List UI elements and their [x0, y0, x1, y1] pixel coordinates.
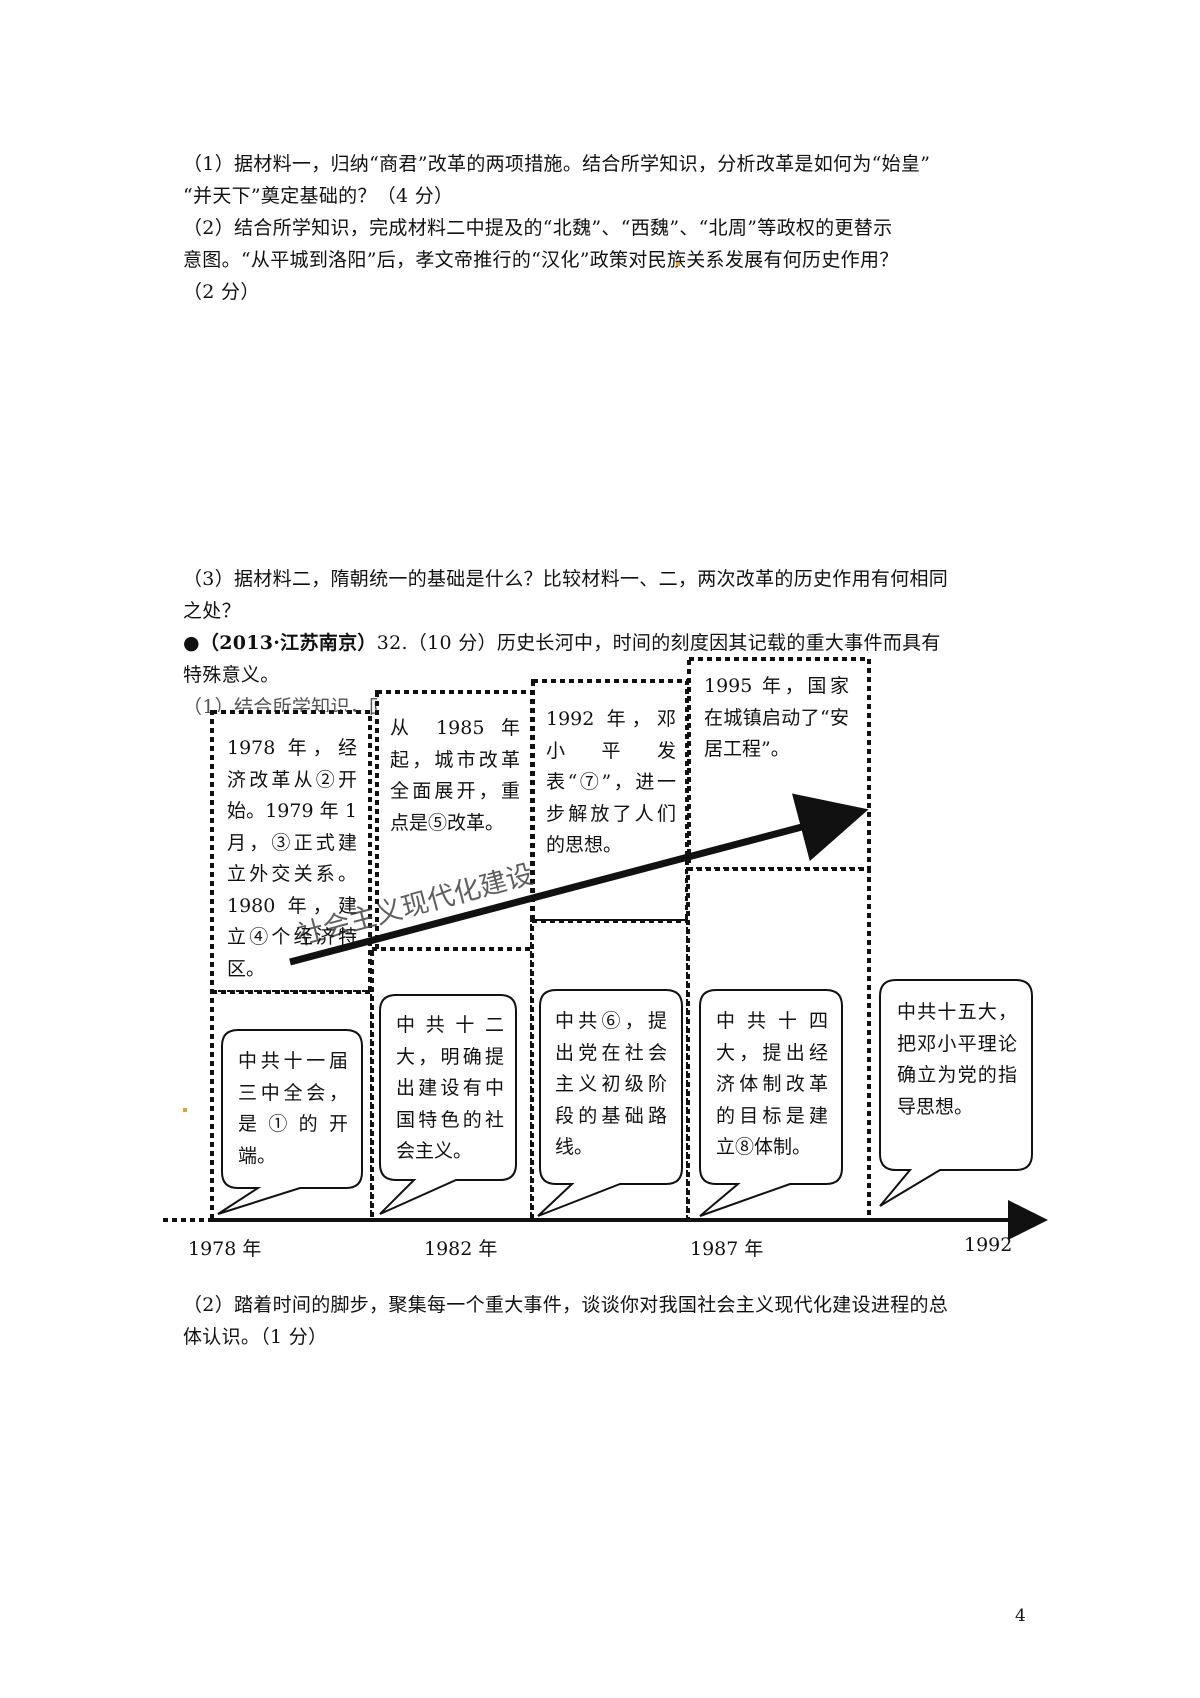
question-2b-line-2: 体认识。（1 分） — [183, 1326, 328, 1348]
scan-dot — [183, 1108, 187, 1112]
question-2-line-1: （2）结合所学知识，完成材料二中提及的“北魏”、“西魏”、“北周”等政权的更替示 — [183, 217, 893, 239]
question-source: （2013·江苏南京） — [199, 632, 377, 654]
question-3-line-1: （3）据材料二，隋朝统一的基础是什么？比较材料一、二，两次改革的历史作用有何相同 — [183, 568, 949, 590]
year-label-1978: 1978 年 — [188, 1238, 262, 1260]
bubble-2-text: 中共十二大，明确提出建设有中国特色的社会主义。 — [396, 1014, 504, 1162]
page-number: 4 — [1015, 1606, 1026, 1626]
question-1-line-2: “并天下”奠定基础的？（4 分） — [183, 185, 454, 207]
year-label-1987: 1987 年 — [690, 1238, 764, 1260]
question-2b-line-1: （2）踏着时间的脚步，聚集每一个重大事件，谈谈你对我国社会主义现代化建设进程的总 — [183, 1294, 949, 1316]
bubble-1-text: 中共十一届三中全会，是①的开端。 — [238, 1050, 348, 1167]
source-question-line-2: 特殊意义。 — [183, 664, 280, 686]
bubble-1 — [217, 1029, 363, 1215]
bubble-5 — [879, 979, 1033, 1207]
bubble-2 — [379, 994, 517, 1215]
bubble-4-text: 中共十四大，提出经济体制改革的目标是建立⑧体制。 — [716, 1010, 828, 1158]
bubble-3-text: 中共⑥，提出党在社会主义初级阶段的基础路线。 — [555, 1010, 667, 1158]
bubble-5-text: 中共十五大，把邓小平理论确立为党的指导思想。 — [897, 1001, 1017, 1118]
question-1-line-1: （1）据材料一，归纳“商君”改革的两项措施。结合所学知识，分析改革是如何为“始皇… — [183, 153, 931, 175]
question-number: 32. — [376, 632, 408, 654]
question-stem: （10 分）历史长河中，时间的刻度因其记载的重大事件而具有 — [407, 632, 941, 654]
progress-arrow — [289, 793, 869, 966]
question-3-line-2: 之处？ — [183, 600, 241, 622]
question-2-line-3: （2 分） — [183, 281, 260, 303]
event-box-1992 — [531, 679, 689, 923]
event-1995-text: 1995 年，国家在城镇启动了“安居工程”。 — [704, 675, 849, 760]
event-1978-text: 1978 年，经济改革从②开始。1979 年 1 月，③正式建立外交关系。198… — [227, 737, 357, 980]
bubble-3 — [537, 989, 683, 1217]
event-1992-text: 1992 年，邓小平发表“⑦”，进一步解放了人们的思想。 — [546, 708, 676, 856]
year-label-1982: 1982 年 — [424, 1238, 498, 1260]
bubble-4 — [699, 989, 843, 1217]
event-1985-text: 从 1985 年起，城市改革全面展开，重点是⑤改革。 — [390, 717, 520, 834]
question-2-line-2: 意图。“从平城到洛阳”后，孝文帝推行的“汉化”政策对民族关系发展有何历史作用？ — [183, 249, 899, 271]
year-label-1992: 1992 — [964, 1234, 1013, 1256]
bullet: ● — [183, 632, 200, 654]
source-question-line-1: ●（2013·江苏南京）32.（10 分）历史长河中，时间的刻度因其记载的重大事… — [183, 627, 1033, 659]
scan-dot — [676, 262, 680, 266]
